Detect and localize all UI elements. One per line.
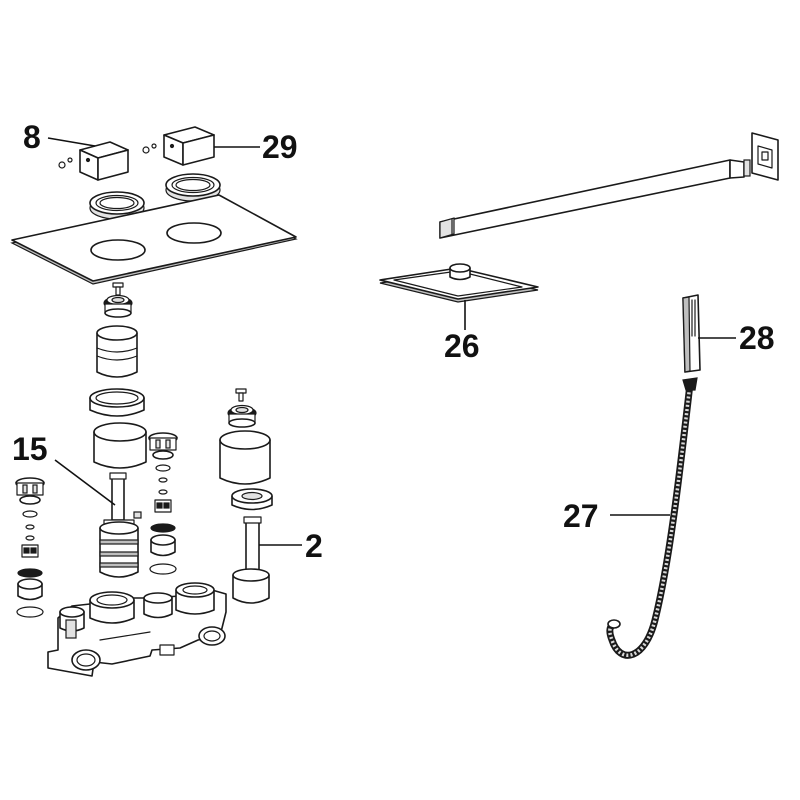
- extension-sleeve: [96, 325, 138, 378]
- valve-stem: [232, 516, 270, 604]
- wall-flange: [751, 132, 779, 181]
- callout-15: 15: [12, 431, 48, 467]
- callout-26: 26: [444, 328, 480, 364]
- shower-hose: [606, 377, 698, 659]
- shower-head: [379, 263, 539, 303]
- screw-top: [112, 282, 124, 296]
- thermostatic-cartridge: [99, 472, 142, 578]
- leader-line-15: [54, 459, 116, 506]
- callout-2: 2: [305, 528, 323, 564]
- bonnet-nut-right: [231, 488, 273, 511]
- sleeve-cover-left: [93, 422, 147, 469]
- small-cartridge-left: [15, 477, 45, 618]
- trim-ring: [89, 388, 145, 417]
- callout-27: 27: [563, 498, 599, 534]
- sleeve-cover-right: [219, 430, 271, 485]
- shower-arm: [439, 159, 751, 239]
- handle-knob-left: [58, 141, 129, 181]
- flange-ring-right: [165, 173, 221, 202]
- adapter-nut-right: [227, 404, 257, 428]
- callout-8: 8: [23, 119, 41, 155]
- hand-shower: [682, 294, 701, 373]
- callout-29: 29: [262, 129, 298, 165]
- adapter-nut: [103, 294, 133, 318]
- handle-knob-right: [142, 126, 215, 166]
- small-cartridge-middle: [148, 432, 178, 575]
- leader-line-8: [47, 137, 96, 147]
- screw-top-right: [235, 388, 247, 402]
- callout-28: 28: [739, 320, 775, 356]
- valve-body: [47, 582, 227, 677]
- cover-plate: [10, 194, 298, 285]
